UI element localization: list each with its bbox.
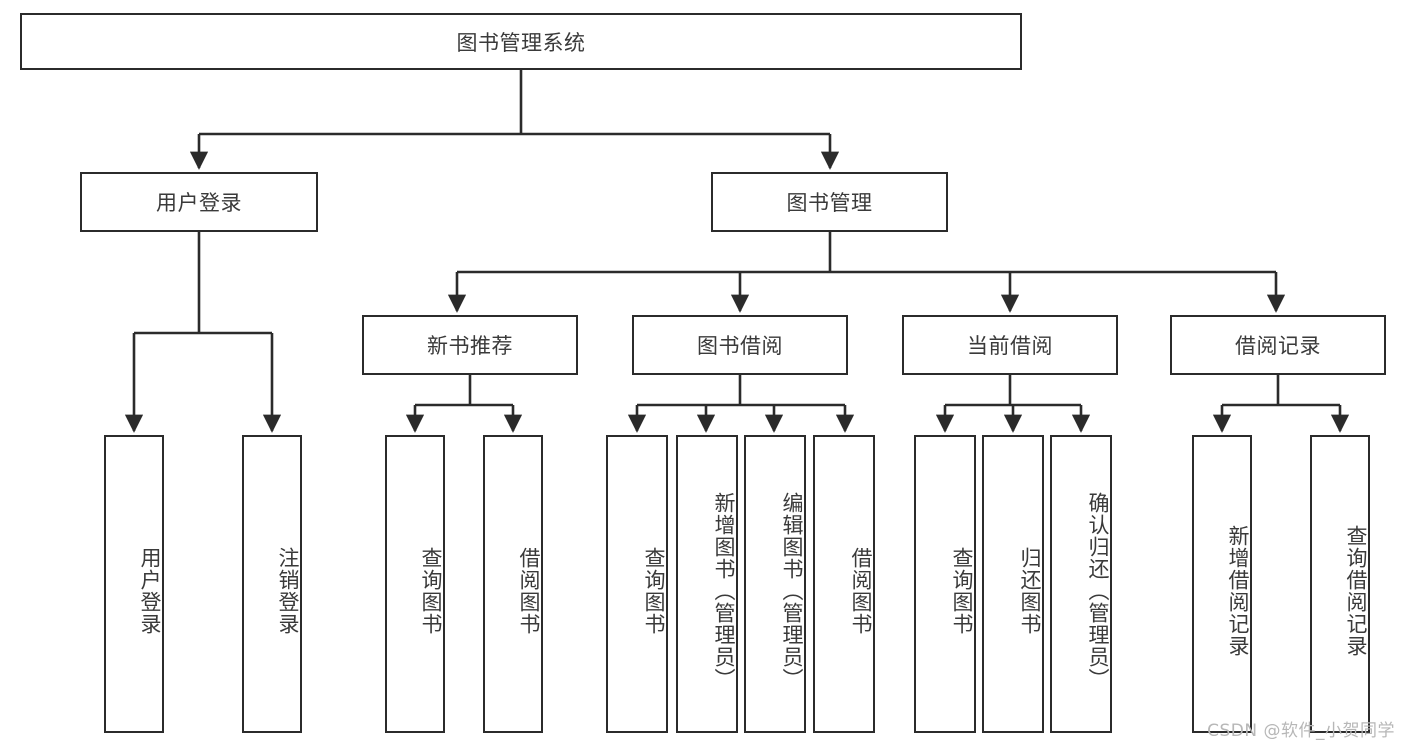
node-label: 图书管理系统 — [456, 30, 586, 55]
node-label: 注销登录 — [276, 547, 300, 635]
node-label: 查询图书 — [419, 547, 443, 635]
leaf-new-book-borrow[interactable]: 借阅图书 — [483, 435, 543, 733]
node-label: 查询图书 — [950, 547, 974, 635]
node-label: 查询图书 — [642, 547, 666, 635]
node-current-borrow[interactable]: 当前借阅 — [902, 315, 1118, 375]
leaf-book-borrow-add[interactable]: 新增图书（管理员） — [676, 435, 738, 733]
leaf-current-borrow-return[interactable]: 归还图书 — [982, 435, 1044, 733]
node-borrow-record[interactable]: 借阅记录 — [1170, 315, 1386, 375]
node-label: 归还图书 — [1018, 547, 1042, 635]
node-label: 借阅图书 — [849, 547, 873, 635]
node-label: 编辑图书（管理员） — [780, 492, 804, 690]
node-label: 用户登录 — [156, 191, 242, 215]
node-label: 查询借阅记录 — [1344, 525, 1368, 657]
leaf-borrow-record-query[interactable]: 查询借阅记录 — [1310, 435, 1370, 733]
leaf-book-borrow-lend[interactable]: 借阅图书 — [813, 435, 875, 733]
node-user-login[interactable]: 用户登录 — [80, 172, 318, 232]
leaf-user-login-signout[interactable]: 注销登录 — [242, 435, 302, 733]
leaf-new-book-query[interactable]: 查询图书 — [385, 435, 445, 733]
node-label: 图书管理 — [786, 191, 873, 215]
leaf-current-borrow-query[interactable]: 查询图书 — [914, 435, 976, 733]
leaf-borrow-record-add[interactable]: 新增借阅记录 — [1192, 435, 1252, 733]
node-book-borrow[interactable]: 图书借阅 — [632, 315, 848, 375]
leaf-book-borrow-query[interactable]: 查询图书 — [606, 435, 668, 733]
node-label: 用户登录 — [138, 547, 162, 635]
node-label: 新增图书（管理员） — [712, 492, 736, 690]
leaf-current-borrow-confirm-return[interactable]: 确认归还（管理员） — [1050, 435, 1112, 733]
leaf-book-borrow-edit[interactable]: 编辑图书（管理员） — [744, 435, 806, 733]
node-label: 图书借阅 — [697, 334, 783, 358]
node-label: 借阅图书 — [517, 547, 541, 635]
node-label: 当前借阅 — [967, 334, 1053, 358]
node-label: 新书推荐 — [427, 334, 513, 358]
node-root-system[interactable]: 图书管理系统 — [20, 13, 1022, 70]
watermark: CSDN @软件_小贺同学 — [1207, 721, 1395, 741]
node-book-management[interactable]: 图书管理 — [711, 172, 948, 232]
node-label: 确认归还（管理员） — [1086, 492, 1110, 690]
node-label: 借阅记录 — [1235, 334, 1321, 358]
node-label: 新增借阅记录 — [1226, 525, 1250, 657]
node-new-book-recommend[interactable]: 新书推荐 — [362, 315, 578, 375]
leaf-user-login-signin[interactable]: 用户登录 — [104, 435, 164, 733]
